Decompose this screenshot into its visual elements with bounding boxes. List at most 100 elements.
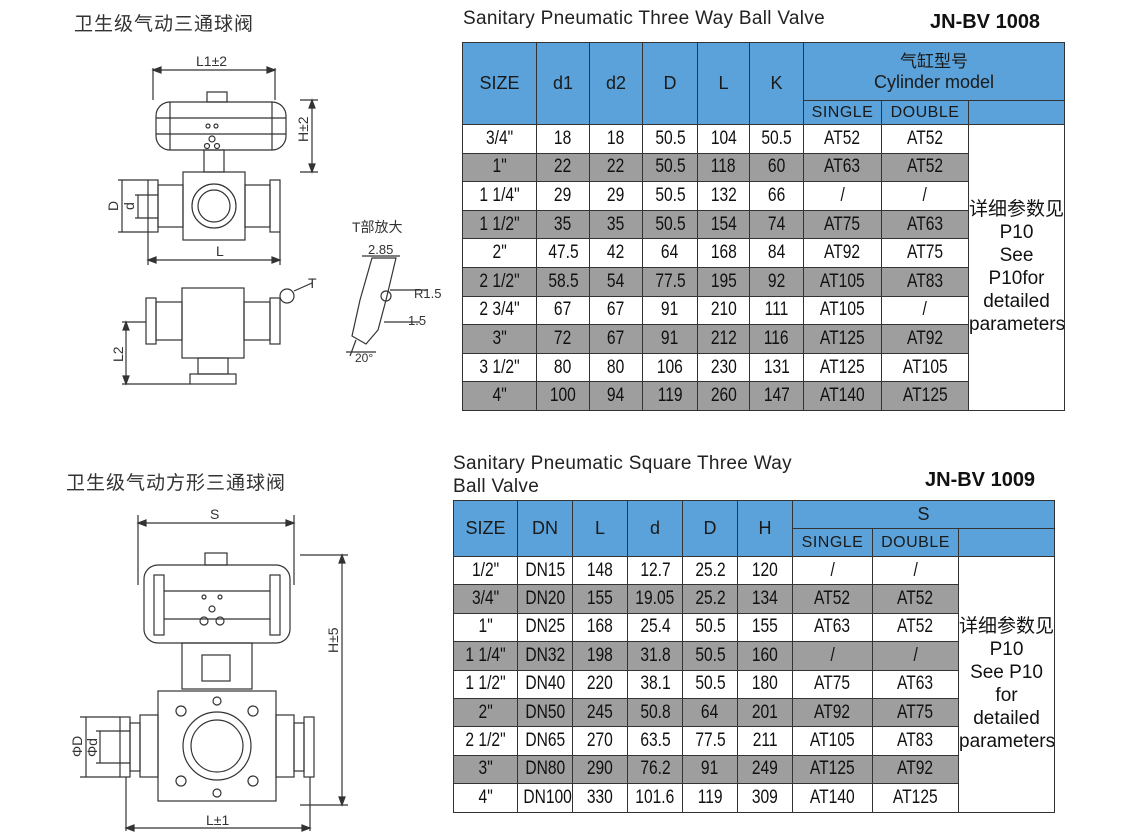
square-three-way-valve-drawing: S H±5 ΦD Φd L±1 — [69, 506, 348, 832]
cell-d: 91 — [642, 295, 698, 326]
cell-d: 25.2 — [682, 584, 738, 614]
cell-double: / — [881, 295, 969, 326]
col-header-single: SINGLE — [803, 100, 882, 125]
col-header-double: DOUBLE — [881, 100, 969, 125]
note-line: parameters. — [969, 314, 1065, 336]
cell-l: 148 — [572, 555, 628, 586]
cell-d: 12.7 — [627, 555, 683, 586]
cell-single: AT63 — [803, 152, 882, 183]
cell-dn: DN32 — [517, 641, 573, 671]
cell-double: AT125 — [881, 381, 969, 411]
cell-double: AT105 — [881, 352, 969, 383]
cell-double: AT83 — [872, 726, 959, 756]
cell-size: 3" — [453, 754, 518, 785]
cell-size: 2 3/4" — [462, 295, 537, 326]
cell-size: 3" — [462, 324, 537, 354]
col-header-dn: DN — [517, 500, 573, 557]
cell-l: 270 — [572, 726, 628, 756]
cell-l: 198 — [572, 641, 628, 671]
cell-double: AT83 — [881, 266, 969, 297]
cell-k: 131 — [749, 352, 804, 383]
cell-single: AT140 — [792, 783, 873, 813]
col-header-double-2: DOUBLE — [872, 528, 959, 557]
cell-single: AT92 — [803, 238, 882, 268]
cell-size: 3/4" — [462, 124, 537, 154]
cell-single: AT105 — [803, 295, 882, 326]
cell-size: 2 1/2" — [462, 266, 537, 297]
cell-h: 120 — [737, 555, 793, 586]
dim-285-label: 2.85 — [368, 242, 393, 257]
cell-k: 66 — [749, 181, 804, 211]
cell-single: AT75 — [803, 209, 882, 240]
cell-d: 50.5 — [682, 669, 738, 699]
note-line: 详细参数见P10 — [969, 199, 1065, 244]
cell-dn: DN15 — [517, 555, 573, 586]
cell-h: 160 — [737, 641, 793, 671]
cell-l: 212 — [697, 324, 750, 354]
cell-h: 155 — [737, 612, 793, 643]
cell-d2: 29 — [589, 181, 643, 211]
cell-k: 60 — [749, 152, 804, 183]
note-line: 详细参数见P10 — [959, 616, 1055, 661]
dim-d-big-label: D — [105, 201, 121, 211]
dim-h-label: H±2 — [295, 116, 311, 142]
section2-cn-title: 卫生级气动方形三通球阀 — [66, 472, 287, 494]
dim-h5-label: H±5 — [325, 627, 341, 653]
dim-d-small-label: d — [121, 202, 137, 210]
cell-d: 77.5 — [642, 266, 698, 297]
cell-double: AT92 — [872, 754, 959, 785]
cell-h: 211 — [737, 726, 793, 756]
spec-table-1009: SIZE DN L d D H S SINGLE DOUBLE 1/2"DN15… — [453, 500, 1056, 813]
cell-size: 4" — [462, 381, 537, 411]
col-header-single-2: SINGLE — [792, 528, 873, 557]
cell-l: 168 — [697, 238, 750, 268]
cell-single: AT63 — [792, 612, 873, 643]
cell-d: 31.8 — [627, 641, 683, 671]
cell-d: 76.2 — [627, 754, 683, 785]
cell-l: 155 — [572, 584, 628, 614]
cell-d2: 54 — [589, 266, 643, 297]
cell-single: AT75 — [792, 669, 873, 699]
cell-l: 132 — [697, 181, 750, 211]
cell-dn: DN80 — [517, 754, 573, 785]
cell-l: 245 — [572, 697, 628, 728]
cell-d: 50.5 — [642, 152, 698, 183]
col-header-size: SIZE — [462, 42, 537, 125]
cell-d: 64 — [682, 697, 738, 728]
cell-size: 2 1/2" — [453, 726, 518, 756]
dim-phi-d-big-label: ΦD — [69, 736, 85, 757]
cell-dn: DN100 — [517, 783, 573, 813]
col-header-blank-2 — [957, 528, 1056, 557]
cell-l: 104 — [697, 124, 750, 154]
cell-d2: 22 — [589, 152, 643, 183]
cell-k: 116 — [749, 324, 804, 354]
cell-d2: 35 — [589, 209, 643, 240]
cell-d2: 42 — [589, 238, 643, 268]
cell-double: / — [872, 555, 959, 586]
col-header-D-2: D — [682, 500, 738, 557]
cell-size: 1" — [453, 612, 518, 643]
cell-single: AT125 — [803, 352, 882, 383]
spec-table-1008: SIZE d1 d2 D L K 气缸型号 Cylinder model SIN… — [462, 42, 1066, 411]
dim-l1-label-2: L±1 — [206, 812, 229, 828]
cell-k: 111 — [749, 295, 804, 326]
dim-l2-label: L2 — [110, 346, 126, 362]
col-header-H: H — [737, 500, 793, 557]
cell-d: 19.05 — [627, 584, 683, 614]
cell-l: 118 — [697, 152, 750, 183]
col-header-L-2: L — [572, 500, 628, 557]
note-line: detailed — [973, 708, 1040, 730]
col-header-d1: d1 — [536, 42, 590, 125]
cell-size: 1 1/2" — [453, 669, 518, 699]
cell-double: AT52 — [872, 584, 959, 614]
cell-double: AT63 — [872, 669, 959, 699]
cell-d: 91 — [682, 754, 738, 785]
cell-d: 50.5 — [642, 209, 698, 240]
